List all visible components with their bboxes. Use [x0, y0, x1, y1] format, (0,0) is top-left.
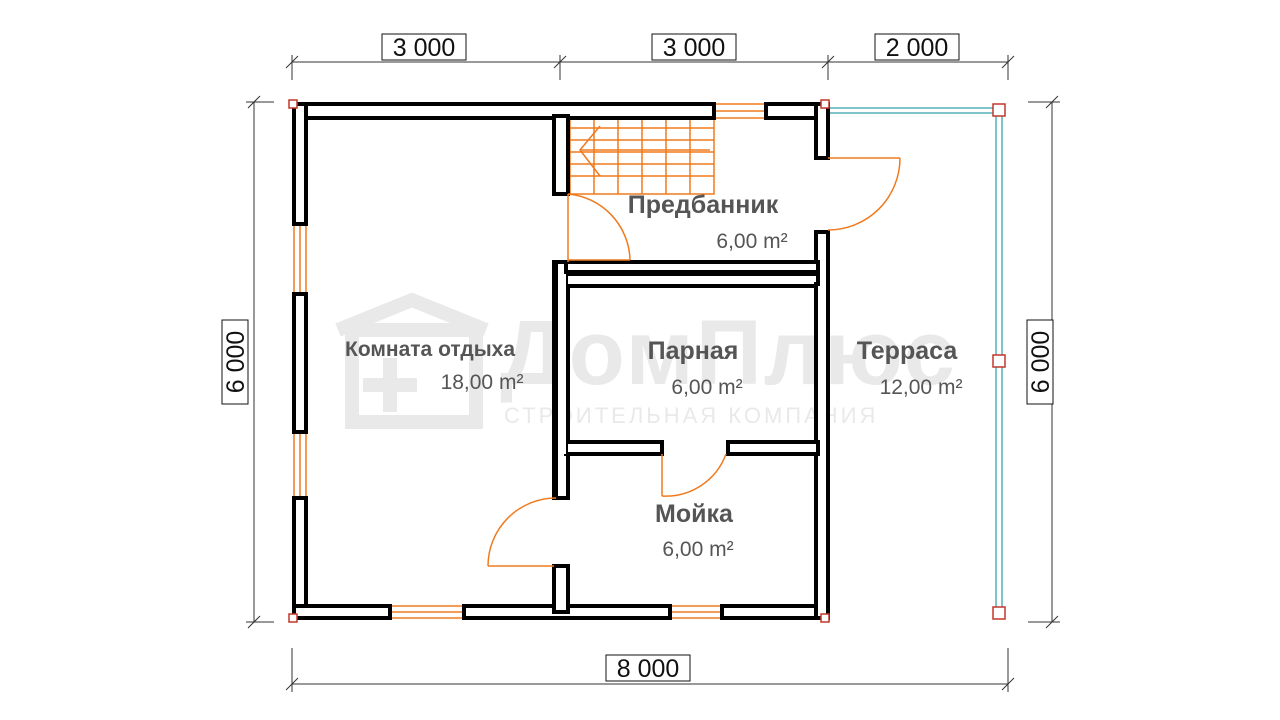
room-terrace-name: Терраса	[857, 337, 959, 365]
room-moyka-area: 6,00 m²	[662, 538, 733, 561]
room-parnaya-area: 6,00 m²	[671, 376, 742, 399]
dim-left: 6 000	[222, 331, 250, 394]
windows	[293, 103, 767, 619]
room-predbannik-name: Предбанник	[628, 191, 779, 219]
staircase	[569, 115, 715, 195]
wall	[564, 440, 664, 456]
corner-markers	[288, 99, 830, 623]
wall	[292, 604, 392, 620]
wall	[814, 230, 830, 620]
dim-box-bottom	[605, 654, 691, 682]
dim-bottom: 8 000	[617, 655, 680, 683]
room-parnaya-name: Парная	[648, 337, 739, 365]
dim-box-left	[221, 319, 249, 405]
door-rest-predbannik	[567, 193, 631, 262]
dim-box-top-2	[651, 33, 737, 61]
terrace-post	[992, 606, 1006, 620]
wall	[552, 564, 570, 614]
wall	[814, 102, 830, 160]
corner-marker	[288, 99, 298, 109]
dim-top-1: 3 000	[393, 34, 456, 62]
door-rest-moyka	[487, 497, 557, 567]
wall	[552, 114, 570, 196]
wall	[720, 604, 830, 620]
room-rest-area: 18,00 m²	[441, 371, 524, 394]
house-logo-icon	[335, 292, 489, 429]
dimension-lines	[246, 55, 1060, 692]
wall	[292, 102, 716, 120]
wall	[726, 440, 820, 456]
room-moyka-name: Мойка	[655, 500, 734, 528]
corner-marker	[288, 613, 298, 623]
room-rest-name: Комната отдыха	[345, 338, 515, 361]
door-predbannik-terrace	[827, 157, 901, 231]
watermark: ДомПлюс СТРОИТЕЛЬНАЯ КОМПАНИЯ	[335, 292, 957, 429]
dim-box-top-1	[381, 33, 467, 61]
wall-gap-fill	[568, 276, 814, 284]
terrace-post	[992, 354, 1006, 368]
room-labels: Комната отдыха 18,00 m² Предбанник 6,00 …	[345, 191, 962, 561]
dim-box-right	[1026, 319, 1054, 405]
terrace-post	[992, 103, 1006, 117]
terrace-railing	[828, 103, 1006, 620]
wall-gap-fill	[558, 274, 566, 454]
door-parnaya-moyka	[661, 453, 727, 497]
room-predbannik-area: 6,00 m²	[716, 230, 787, 253]
dim-top-3: 2 000	[886, 34, 949, 62]
wall	[292, 292, 308, 434]
dimension-labels: 3 000 3 000 2 000 8 000 6 000 6 000	[221, 33, 1055, 683]
walls	[292, 102, 830, 620]
wall	[292, 496, 308, 620]
dim-top-2: 3 000	[663, 34, 726, 62]
room-terrace-area: 12,00 m²	[880, 376, 963, 399]
doors	[487, 157, 901, 567]
dim-right: 6 000	[1027, 331, 1055, 394]
dim-box-top-3	[874, 33, 960, 61]
wall	[292, 102, 308, 226]
corner-marker	[820, 613, 830, 623]
corner-marker	[820, 99, 830, 109]
watermark-brand: ДомПлюс	[500, 302, 957, 404]
